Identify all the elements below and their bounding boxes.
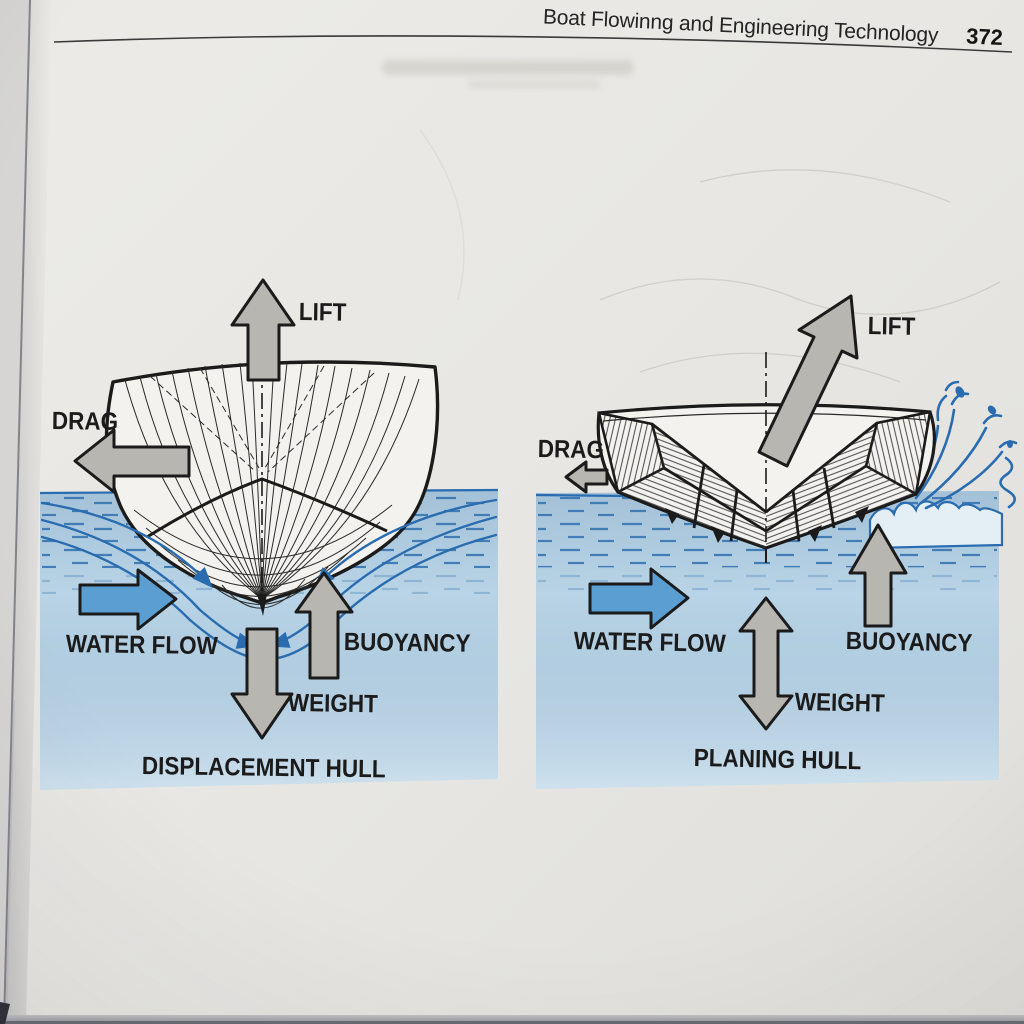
label-drag-left: DRAG xyxy=(51,407,119,436)
label-drag-right: DRAG xyxy=(537,435,605,465)
label-lift-right: LIFT xyxy=(867,312,916,341)
label-weight-left: WEIGHT xyxy=(287,689,379,719)
label-lift-left: LIFT xyxy=(298,298,347,327)
label-weight-right: WEIGHT xyxy=(794,688,886,718)
caption-planing-hull: PLANING HULL xyxy=(693,744,862,776)
caption-displacement-hull: DISPLACEMENT HULL xyxy=(141,752,386,784)
label-buoyancy-right: BUOYANCY xyxy=(845,627,973,658)
page-number: 372 xyxy=(965,23,1004,51)
label-water-flow-right: WATER FLOW xyxy=(573,627,727,658)
label-water-flow-left: WATER FLOW xyxy=(65,630,219,661)
label-buoyancy-left: BUOYANCY xyxy=(343,628,471,658)
